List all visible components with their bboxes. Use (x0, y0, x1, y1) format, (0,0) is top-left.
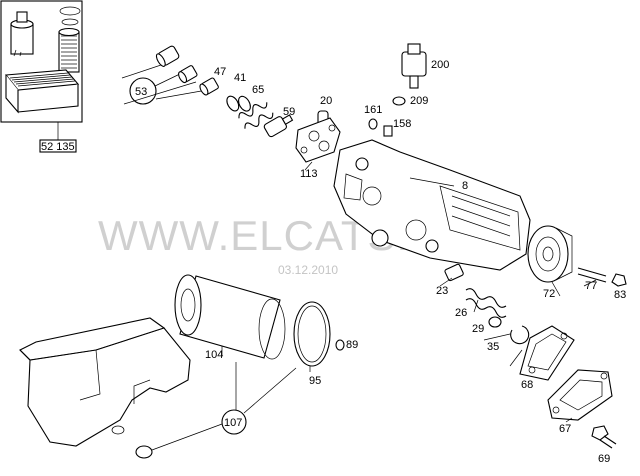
part-label-20: 20 (320, 95, 332, 107)
part-label-83: 83 (614, 289, 626, 301)
oil-filter-housing-8 (333, 139, 531, 271)
part-label-113: 113 (300, 168, 318, 180)
callout-53 (121, 60, 208, 105)
part-label-35: 35 (487, 341, 499, 353)
washer-89 (335, 339, 345, 351)
air-filter-panel-icon (4, 69, 80, 114)
gasket-113 (295, 117, 341, 163)
bolt-69 (591, 425, 617, 449)
cover-67 (547, 369, 613, 421)
part-label-158: 158 (393, 118, 411, 130)
part-label-200: 200 (431, 59, 449, 71)
part-label-161: 161 (364, 104, 382, 116)
stud-77 (577, 267, 627, 287)
callout-107 (151, 362, 297, 451)
inset-filter-kit (0, 0, 83, 123)
screw-161-158 (368, 118, 393, 137)
cover-plate-68 (519, 325, 575, 381)
sensor-200 (392, 43, 427, 106)
part-label-29: 29 (472, 323, 484, 335)
part-label-104: 104 (205, 349, 223, 361)
part-label-41: 41 (234, 72, 246, 84)
part-label-26: 26 (455, 307, 467, 319)
part-label-68: 68 (521, 379, 533, 391)
part-label-59: 59 (283, 106, 295, 118)
part-label-72: 72 (543, 288, 555, 300)
inset-label: 52 135 (41, 141, 75, 153)
filter-element-104 (174, 274, 286, 360)
part-label-95: 95 (309, 375, 321, 387)
pulley-72 (527, 225, 573, 283)
fittings-upper-left (155, 45, 329, 138)
part-label-53: 53 (135, 86, 147, 98)
part-label-89: 89 (346, 339, 358, 351)
part-label-23: 23 (436, 285, 448, 297)
watermark-date: 03.12.2010 (278, 263, 338, 277)
part-label-77: 77 (585, 280, 597, 292)
oil-filter-element-icon (58, 6, 81, 73)
fuel-filter-icon (10, 11, 34, 57)
part-label-69: 69 (598, 453, 610, 465)
part-label-67: 67 (559, 423, 571, 435)
valve-parts (444, 263, 530, 345)
part-label-47: 47 (214, 66, 226, 78)
part-label-8: 8 (462, 180, 468, 192)
part-label-65: 65 (252, 84, 264, 96)
o-ring-95 (293, 301, 331, 367)
oil-pan (19, 317, 191, 447)
part-label-209: 209 (410, 95, 428, 107)
part-labels: 200 209 47 41 65 53 20 59 161 158 113 8 23 72 77 83 26 29… (135, 59, 626, 465)
part-label-107: 107 (224, 417, 242, 429)
